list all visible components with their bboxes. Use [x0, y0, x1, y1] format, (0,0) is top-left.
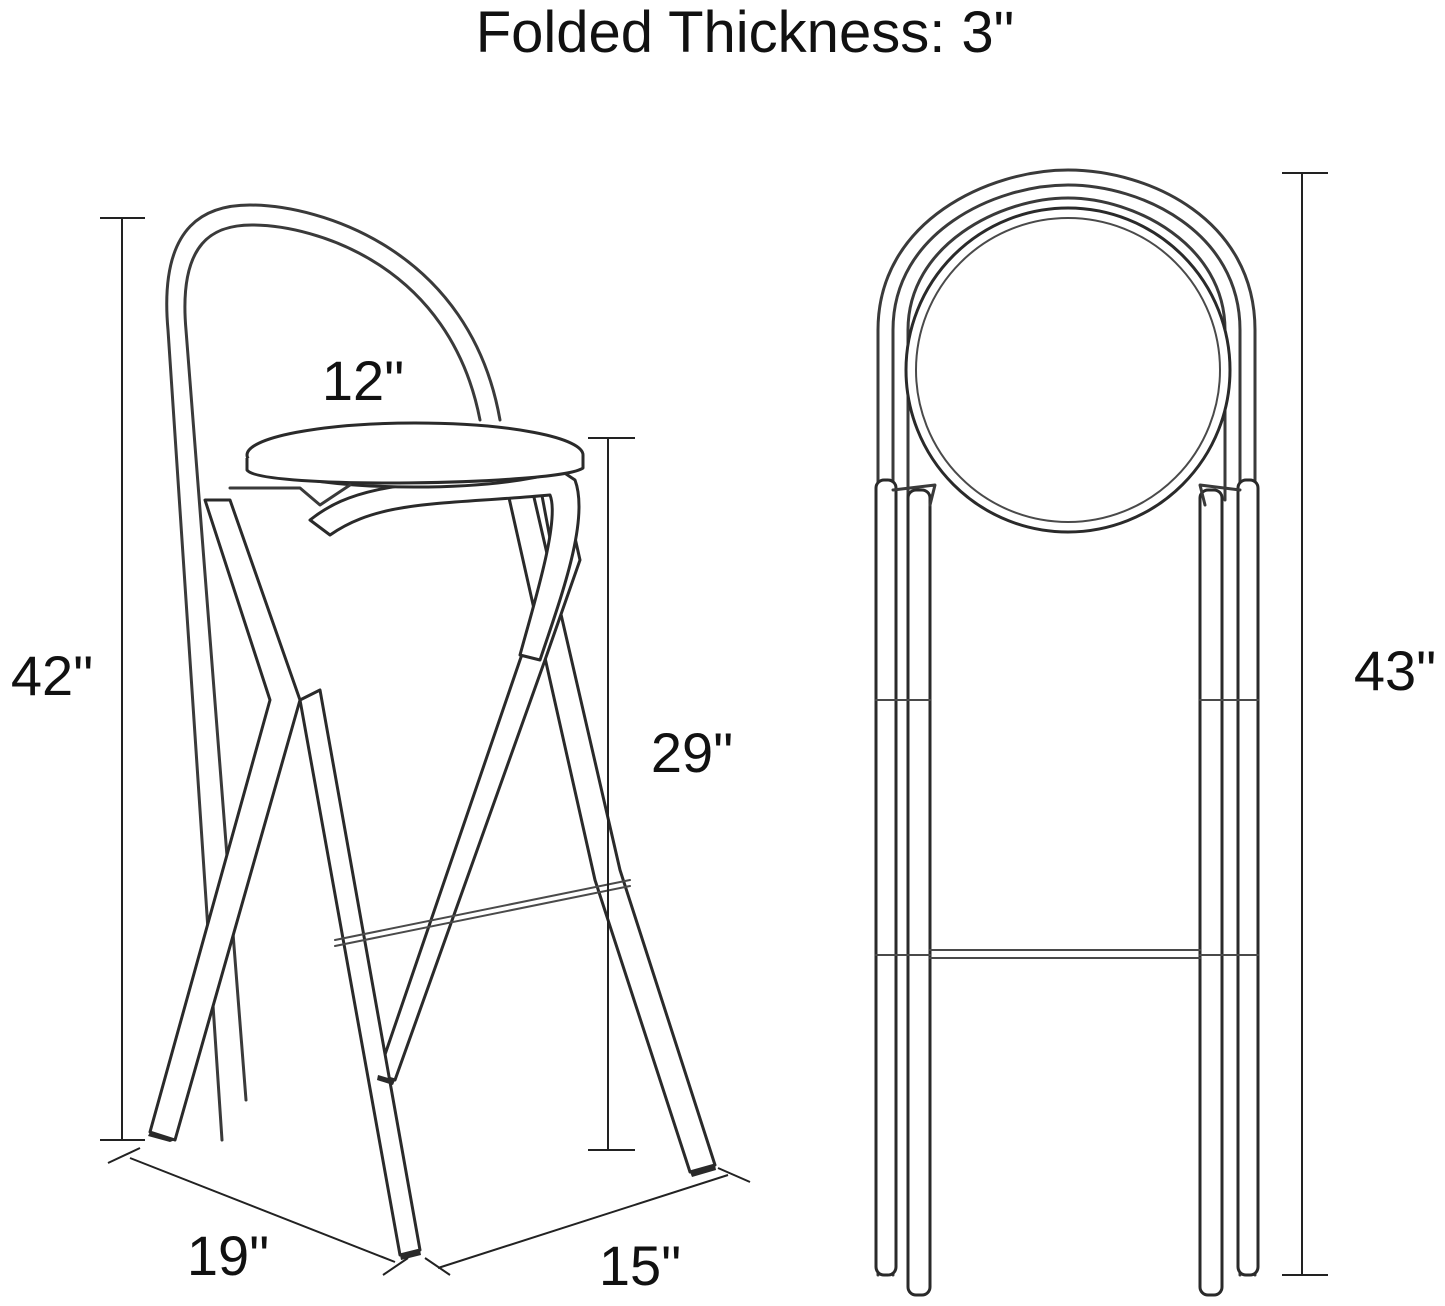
- label-depth: 19": [187, 1224, 269, 1287]
- rear-right-leg: [503, 478, 717, 1174]
- open-stool-illustration: [148, 203, 717, 1260]
- label-overall-height-open: 42": [11, 644, 93, 707]
- front-right-leg: [298, 688, 422, 1257]
- dimension-line-42: [100, 217, 145, 1141]
- label-seat-diameter: 12": [322, 349, 404, 412]
- dimension-line-19: [107, 1147, 409, 1276]
- label-overall-height-folded: 43": [1354, 639, 1436, 702]
- seat-folded: [904, 206, 1232, 534]
- label-width: 15": [599, 1234, 681, 1297]
- folded-stool-illustration: [874, 168, 1260, 1297]
- dimension-line-15: [424, 1167, 751, 1276]
- title-folded-thickness: Folded Thickness: 3": [476, 0, 1015, 65]
- dimension-line-29: [588, 437, 635, 1151]
- label-seat-height: 29": [651, 721, 733, 784]
- dimension-line-43: [1282, 172, 1328, 1276]
